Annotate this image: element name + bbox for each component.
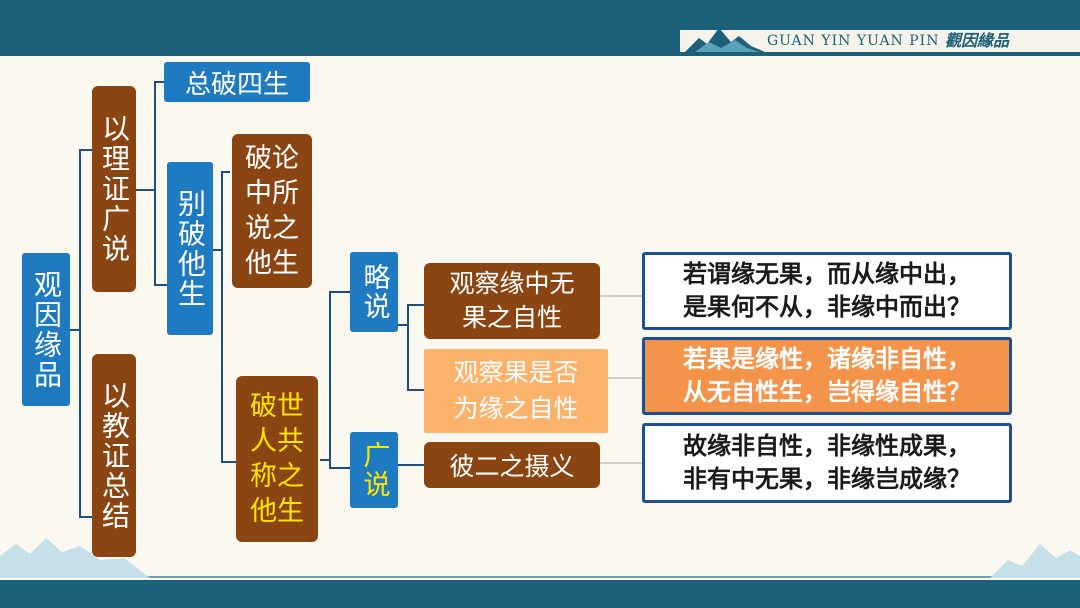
node-reason: 以理证广说 xyxy=(92,86,136,292)
connector-brief-b xyxy=(407,325,424,391)
node-root: 观因缘品 xyxy=(22,253,70,406)
node-brief: 略说 xyxy=(350,252,398,332)
brand-bar xyxy=(680,30,1080,52)
connector-worldly xyxy=(320,291,350,461)
node-observe-no-fruit: 观察缘中无果之自性 xyxy=(424,263,600,339)
node-extensive: 广说 xyxy=(350,432,398,508)
connector-worldly-b xyxy=(329,460,350,469)
connector-root-b xyxy=(79,330,92,518)
mountain-decoration-left xyxy=(0,538,150,578)
node-separate-refute: 别破他生 xyxy=(167,162,213,335)
footer-band xyxy=(0,580,1080,608)
verse-2-line-1: 若果是缘性，诸缘非自性， xyxy=(683,345,971,373)
connector-root xyxy=(70,149,92,331)
connector-brief xyxy=(398,304,424,326)
connector-separate xyxy=(213,171,230,251)
brand-text: GUAN YIN YUAN PIN xyxy=(767,33,940,49)
mountain-decoration-right xyxy=(990,544,1080,578)
mountain-logo-icon xyxy=(685,28,765,52)
connector-separate-b xyxy=(221,250,236,463)
verse-2-line-2: 从无自性生，岂得缘自性？ xyxy=(683,378,971,406)
brand-script: 觀因緣品 xyxy=(945,31,1010,50)
verse-3: 故缘非自性，非缘性成果， 非有中无果，非缘岂成缘？ xyxy=(642,423,1012,503)
verse-1: 若谓缘无果，而从缘中出， 是果何不从，非缘中而出？ xyxy=(642,252,1012,330)
node-refute-treatise: 破论中所说之他生 xyxy=(232,134,312,288)
node-general-refute: 总破四生 xyxy=(164,62,310,102)
verse-1-line-2: 是果何不从，非缘中而出？ xyxy=(683,293,971,321)
verse-1-line-1: 若谓缘无果，而从缘中出， xyxy=(683,260,971,288)
footer-line xyxy=(0,576,1080,578)
verse-3-line-1: 故缘非自性，非缘性成果， xyxy=(683,432,971,460)
connector-reason-b xyxy=(154,190,167,286)
node-observe-fruit-nature: 观察果是否为缘之自性 xyxy=(424,349,608,433)
node-refute-worldly: 破世人共称之他生 xyxy=(236,376,318,542)
node-summary-two: 彼二之摄义 xyxy=(424,442,600,488)
node-teaching: 以教证总结 xyxy=(92,354,136,557)
verse-2: 若果是缘性，诸缘非自性， 从无自性生，岂得缘自性？ xyxy=(642,337,1012,415)
verse-3-line-2: 非有中无果，非缘岂成缘？ xyxy=(683,465,971,493)
connector-reason xyxy=(136,81,164,191)
